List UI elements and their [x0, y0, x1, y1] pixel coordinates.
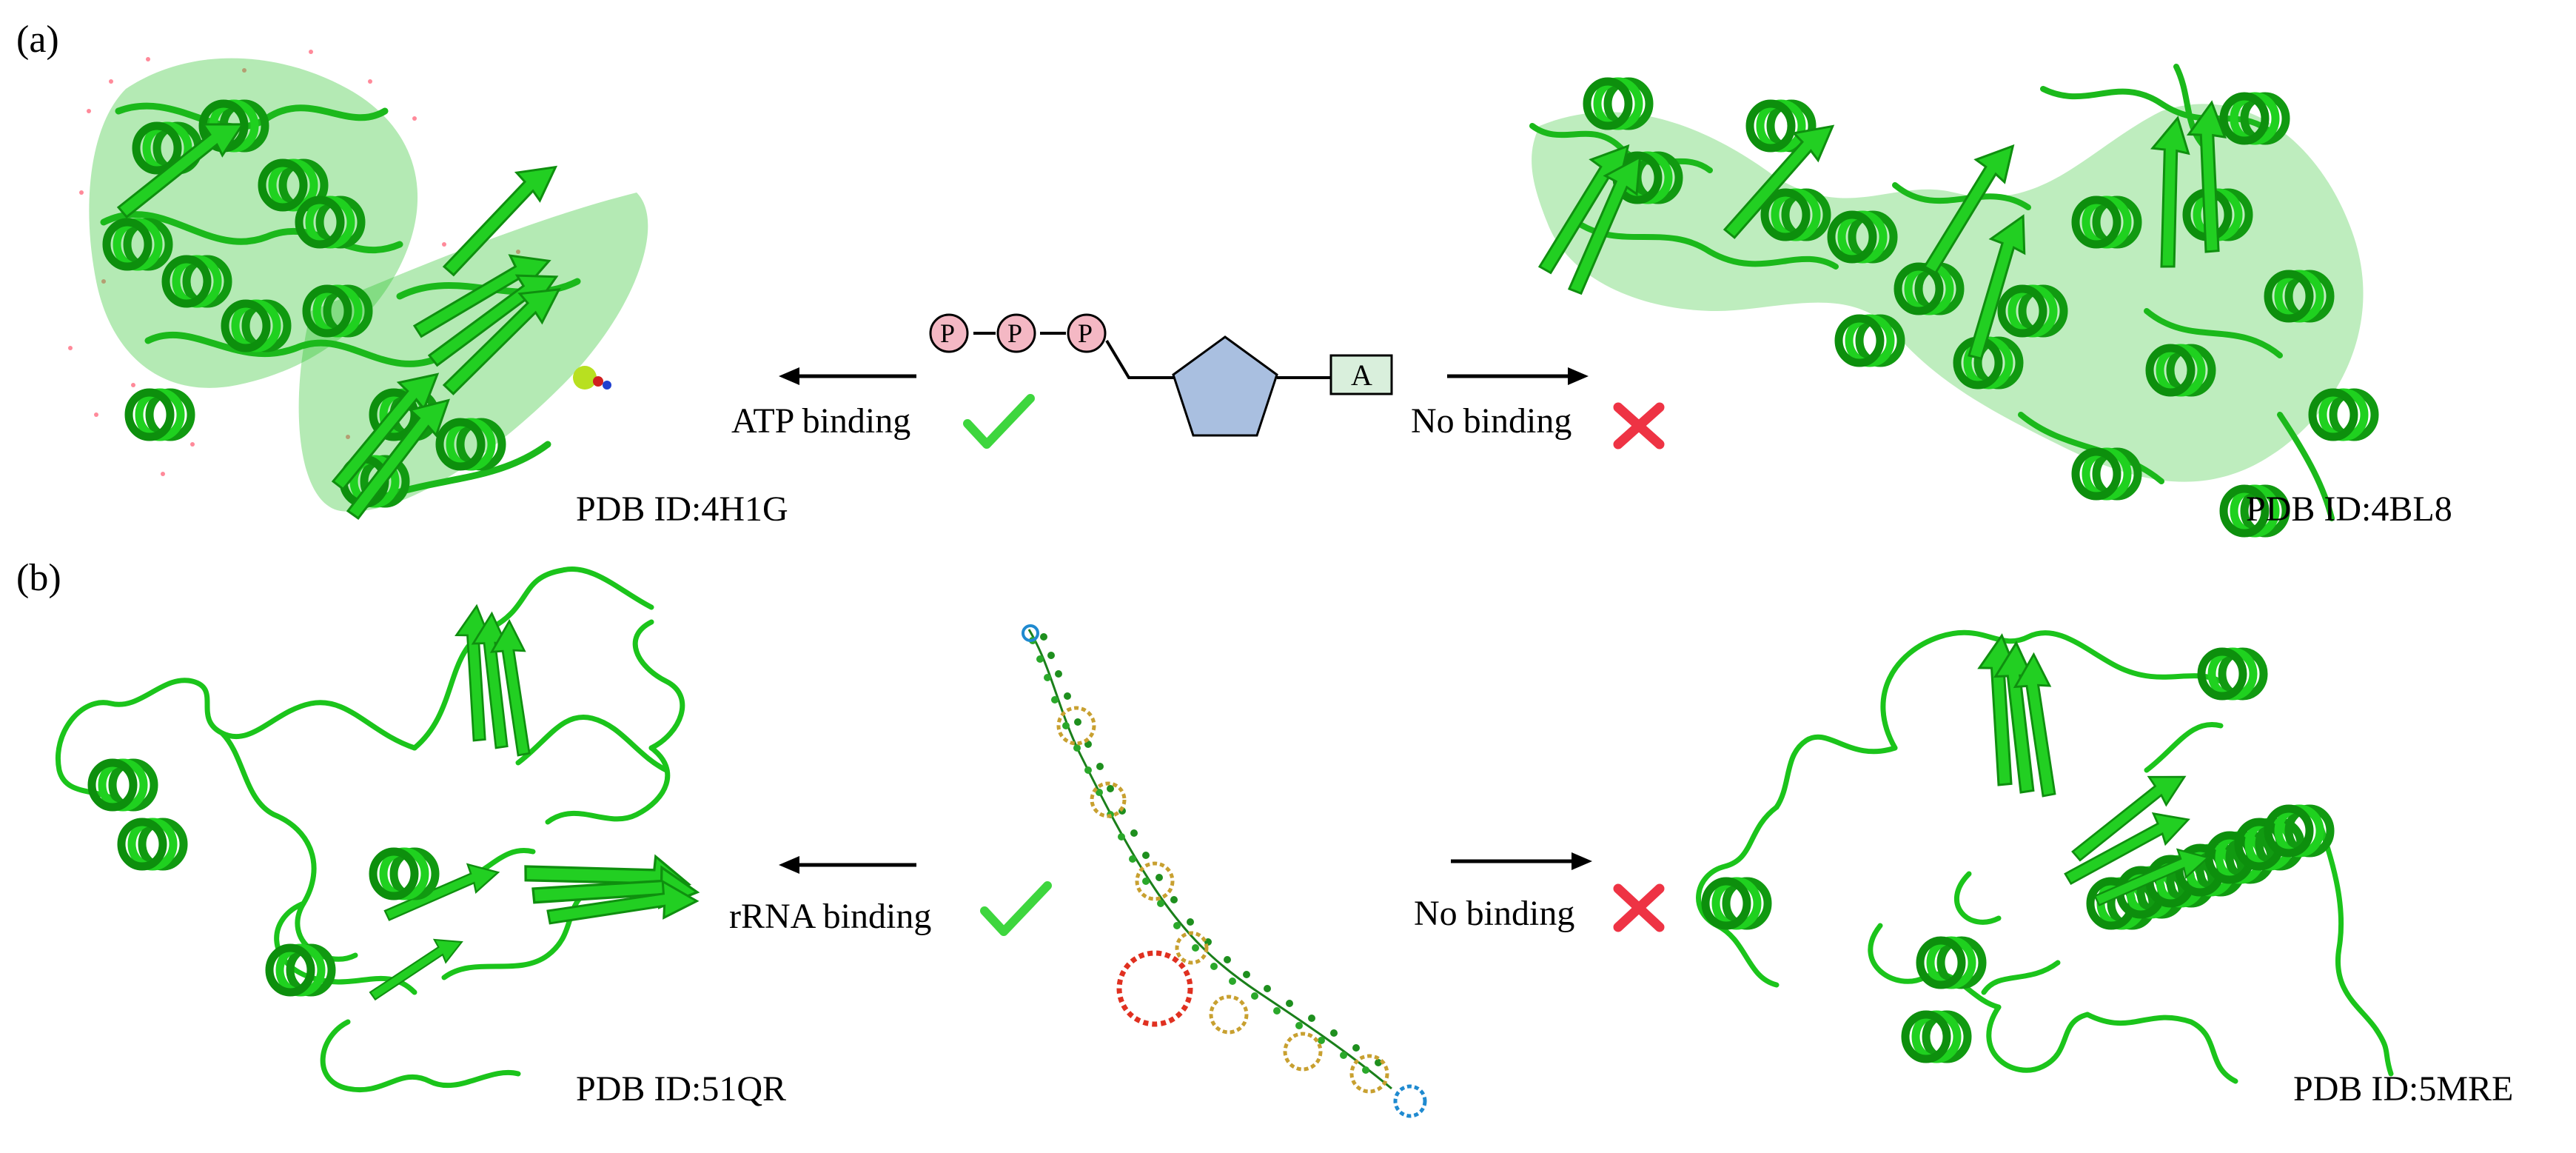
- long-helix: [2090, 809, 2330, 926]
- protein-51qr-structure: [56, 567, 702, 1093]
- caption-51qr: PDB ID:51QR: [576, 1069, 787, 1109]
- no-binding-label-a: No binding: [1411, 401, 1572, 441]
- no-binding-label-b: No binding: [1414, 894, 1575, 933]
- phosphate-letter-3: P: [1078, 318, 1093, 348]
- panel-a-label: (a): [16, 19, 59, 61]
- check-mark-icon: [963, 394, 1035, 449]
- cross-mark-icon: [1613, 883, 1665, 932]
- phosphate-letter-1: P: [940, 318, 956, 348]
- rrna-binding-label: rRNA binding: [729, 897, 932, 936]
- panel-b-label: (b): [16, 557, 61, 599]
- arrow-left-icon: [779, 856, 916, 874]
- atp-molecule: [929, 313, 1393, 437]
- adenine-box: [1329, 354, 1393, 395]
- protein-5mre-structure: [1696, 629, 2394, 1084]
- atp-binding-label: ATP binding: [731, 401, 911, 441]
- protein-4bl8-structure: [1507, 64, 2375, 533]
- adenine-letter: A: [1351, 358, 1372, 392]
- caption-4h1g: PDB ID:4H1G: [576, 489, 788, 529]
- ribose-pentagon: [1172, 335, 1278, 437]
- rrna-secondary-structure: [1022, 624, 1427, 1118]
- arrow-left-icon: [779, 367, 916, 385]
- phosphate-letter-2: P: [1007, 318, 1023, 348]
- phosphate-1: [929, 313, 969, 353]
- cross-mark-icon: [1613, 402, 1665, 449]
- arrow-right-icon: [1451, 852, 1592, 870]
- phosphate-2: [996, 313, 1036, 353]
- caption-5mre: PDB ID:5MRE: [2293, 1069, 2514, 1109]
- phosphate-3: [1067, 313, 1107, 353]
- check-mark-icon: [980, 881, 1052, 936]
- protein-4h1g-structure: [68, 50, 648, 522]
- caption-4bl8: PDB ID:4BL8: [2246, 489, 2452, 529]
- arrow-right-icon: [1447, 367, 1589, 385]
